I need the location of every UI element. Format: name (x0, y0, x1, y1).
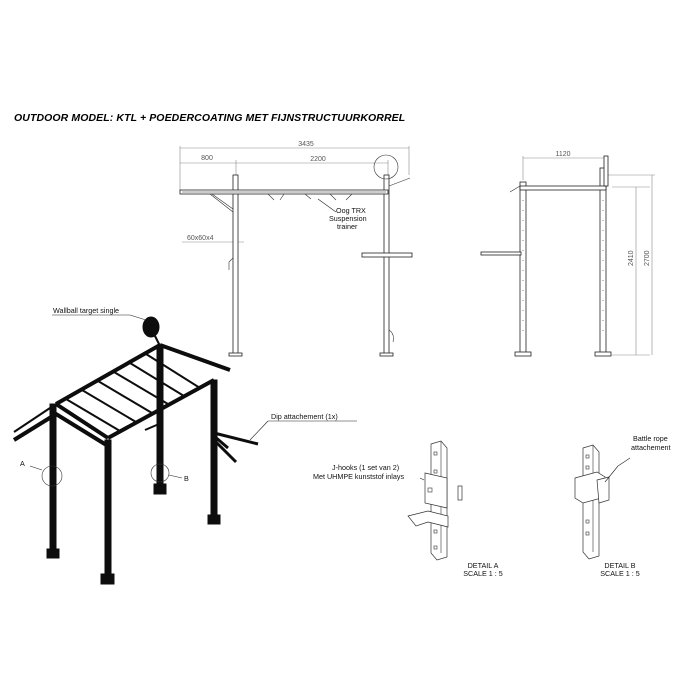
isometric-view: A B Wallball target single Dip attacheme… (12, 306, 357, 585)
detail-a: J-hooks (1 set van 2) Met UHMPE kunststo… (313, 440, 503, 578)
iso-monkey-bars (65, 353, 201, 432)
dim-span-2200: 2200 (310, 156, 326, 163)
trx-label-1: Oog TRX (336, 206, 366, 215)
iso-foot-front-left (46, 548, 60, 559)
marker-a-label: A (20, 459, 25, 468)
trx-label-3: trainer (337, 222, 358, 231)
iso-post-back-mid (156, 344, 164, 491)
iso-right-rail (107, 378, 215, 440)
iso-foot-front-mid (100, 573, 115, 585)
dip-bar-front (361, 252, 413, 258)
iso-front-beam (12, 411, 110, 448)
iso-wallball-target (142, 316, 160, 338)
iso-foot-back-mid (153, 483, 167, 495)
detail-b-holes (585, 454, 590, 536)
trx-label-2: Suspension (329, 214, 367, 223)
iso-marker-b-circle (150, 463, 170, 483)
side-left-post (519, 181, 527, 355)
jhooks-label-1: J-hooks (1 set van 2) (332, 463, 399, 472)
detail-a-jhook-arm (407, 510, 449, 528)
dim-left-800: 800 (201, 155, 213, 162)
side-post-holes (522, 200, 604, 331)
iso-post-back-right (210, 379, 218, 521)
dip-label: Dip attachement (1x) (271, 412, 338, 421)
detail-a-caption: DETAIL A (468, 561, 499, 570)
dim-total-3435: 3435 (298, 141, 314, 148)
iso-left-rail (55, 343, 161, 406)
marker-b-label: B (184, 474, 189, 483)
trx-eyes (267, 193, 353, 201)
side-top-beam (519, 185, 607, 191)
front-left-foot (228, 352, 243, 357)
drawing-title: OUTDOOR MODEL: KTL + POEDERCOATING MET F… (14, 112, 406, 124)
dim-height-2410: 2410 (628, 250, 635, 266)
dim-height-2700: 2700 (644, 250, 651, 266)
iso-marker-a-circle (41, 465, 63, 487)
iso-back-beam (159, 343, 231, 372)
detail-a-jhook-plate (424, 472, 448, 509)
iso-foot-back-right (207, 514, 221, 525)
battle-rope-label-1: Battle rope (633, 434, 668, 443)
side-dimensions: 1120 2410 2700 (522, 151, 655, 356)
side-left-foot (514, 351, 532, 357)
side-dip-bar (480, 251, 522, 256)
front-right-foot (379, 352, 394, 357)
battle-rope-label-2: attachement (631, 443, 671, 452)
detail-b-scale: SCALE 1 : 5 (600, 569, 640, 578)
wallball-label: Wallball target single (53, 306, 119, 315)
front-jhooks (228, 257, 394, 343)
iso-dip-attachment (212, 431, 259, 464)
iso-post-front-left (49, 403, 57, 557)
jhooks-label-2: Met UHMPE kunststof inlays (313, 472, 404, 481)
front-view: 3435 800 2200 60x60x4 Oog TRX Suspension… (179, 141, 413, 357)
wallball-target (373, 154, 399, 180)
front-dimensions: 3435 800 2200 60x60x4 (179, 141, 410, 243)
side-view: 1120 2410 2700 (480, 151, 655, 357)
dim-profile: 60x60x4 (187, 235, 214, 242)
detail-a-scale: SCALE 1 : 5 (463, 569, 503, 578)
front-right-post (383, 174, 390, 356)
side-right-foot (594, 351, 612, 357)
dim-depth-1120: 1120 (555, 151, 570, 158)
detail-b: Battle rope attachement DETAIL B SCALE 1… (574, 434, 671, 578)
side-target-mount (603, 155, 609, 187)
front-left-post (232, 174, 239, 356)
detail-b-caption: DETAIL B (604, 561, 635, 570)
